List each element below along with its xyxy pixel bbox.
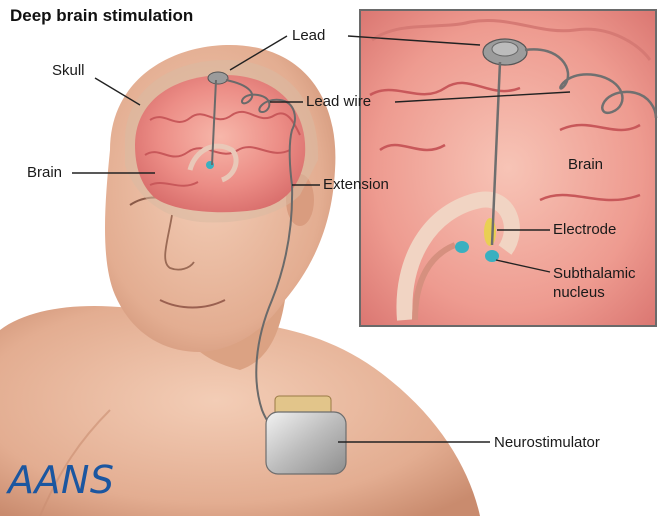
lead-cap: [208, 72, 228, 84]
label-skull: Skull: [52, 62, 85, 80]
label-brain-inset: Brain: [568, 156, 603, 174]
label-subthalamic: Subthalamic: [553, 265, 636, 283]
label-lead-wire: Lead wire: [306, 93, 371, 111]
label-lead: Lead: [292, 27, 325, 45]
label-brain: Brain: [27, 164, 62, 182]
label-extension: Extension: [323, 176, 389, 194]
label-electrode: Electrode: [553, 221, 616, 239]
diagram-title: Deep brain stimulation: [10, 6, 193, 26]
watermark-logo: AANS: [8, 458, 115, 502]
label-neurostimulator: Neurostimulator: [494, 434, 600, 452]
brain: [135, 75, 305, 212]
label-nucleus: nucleus: [553, 284, 605, 302]
